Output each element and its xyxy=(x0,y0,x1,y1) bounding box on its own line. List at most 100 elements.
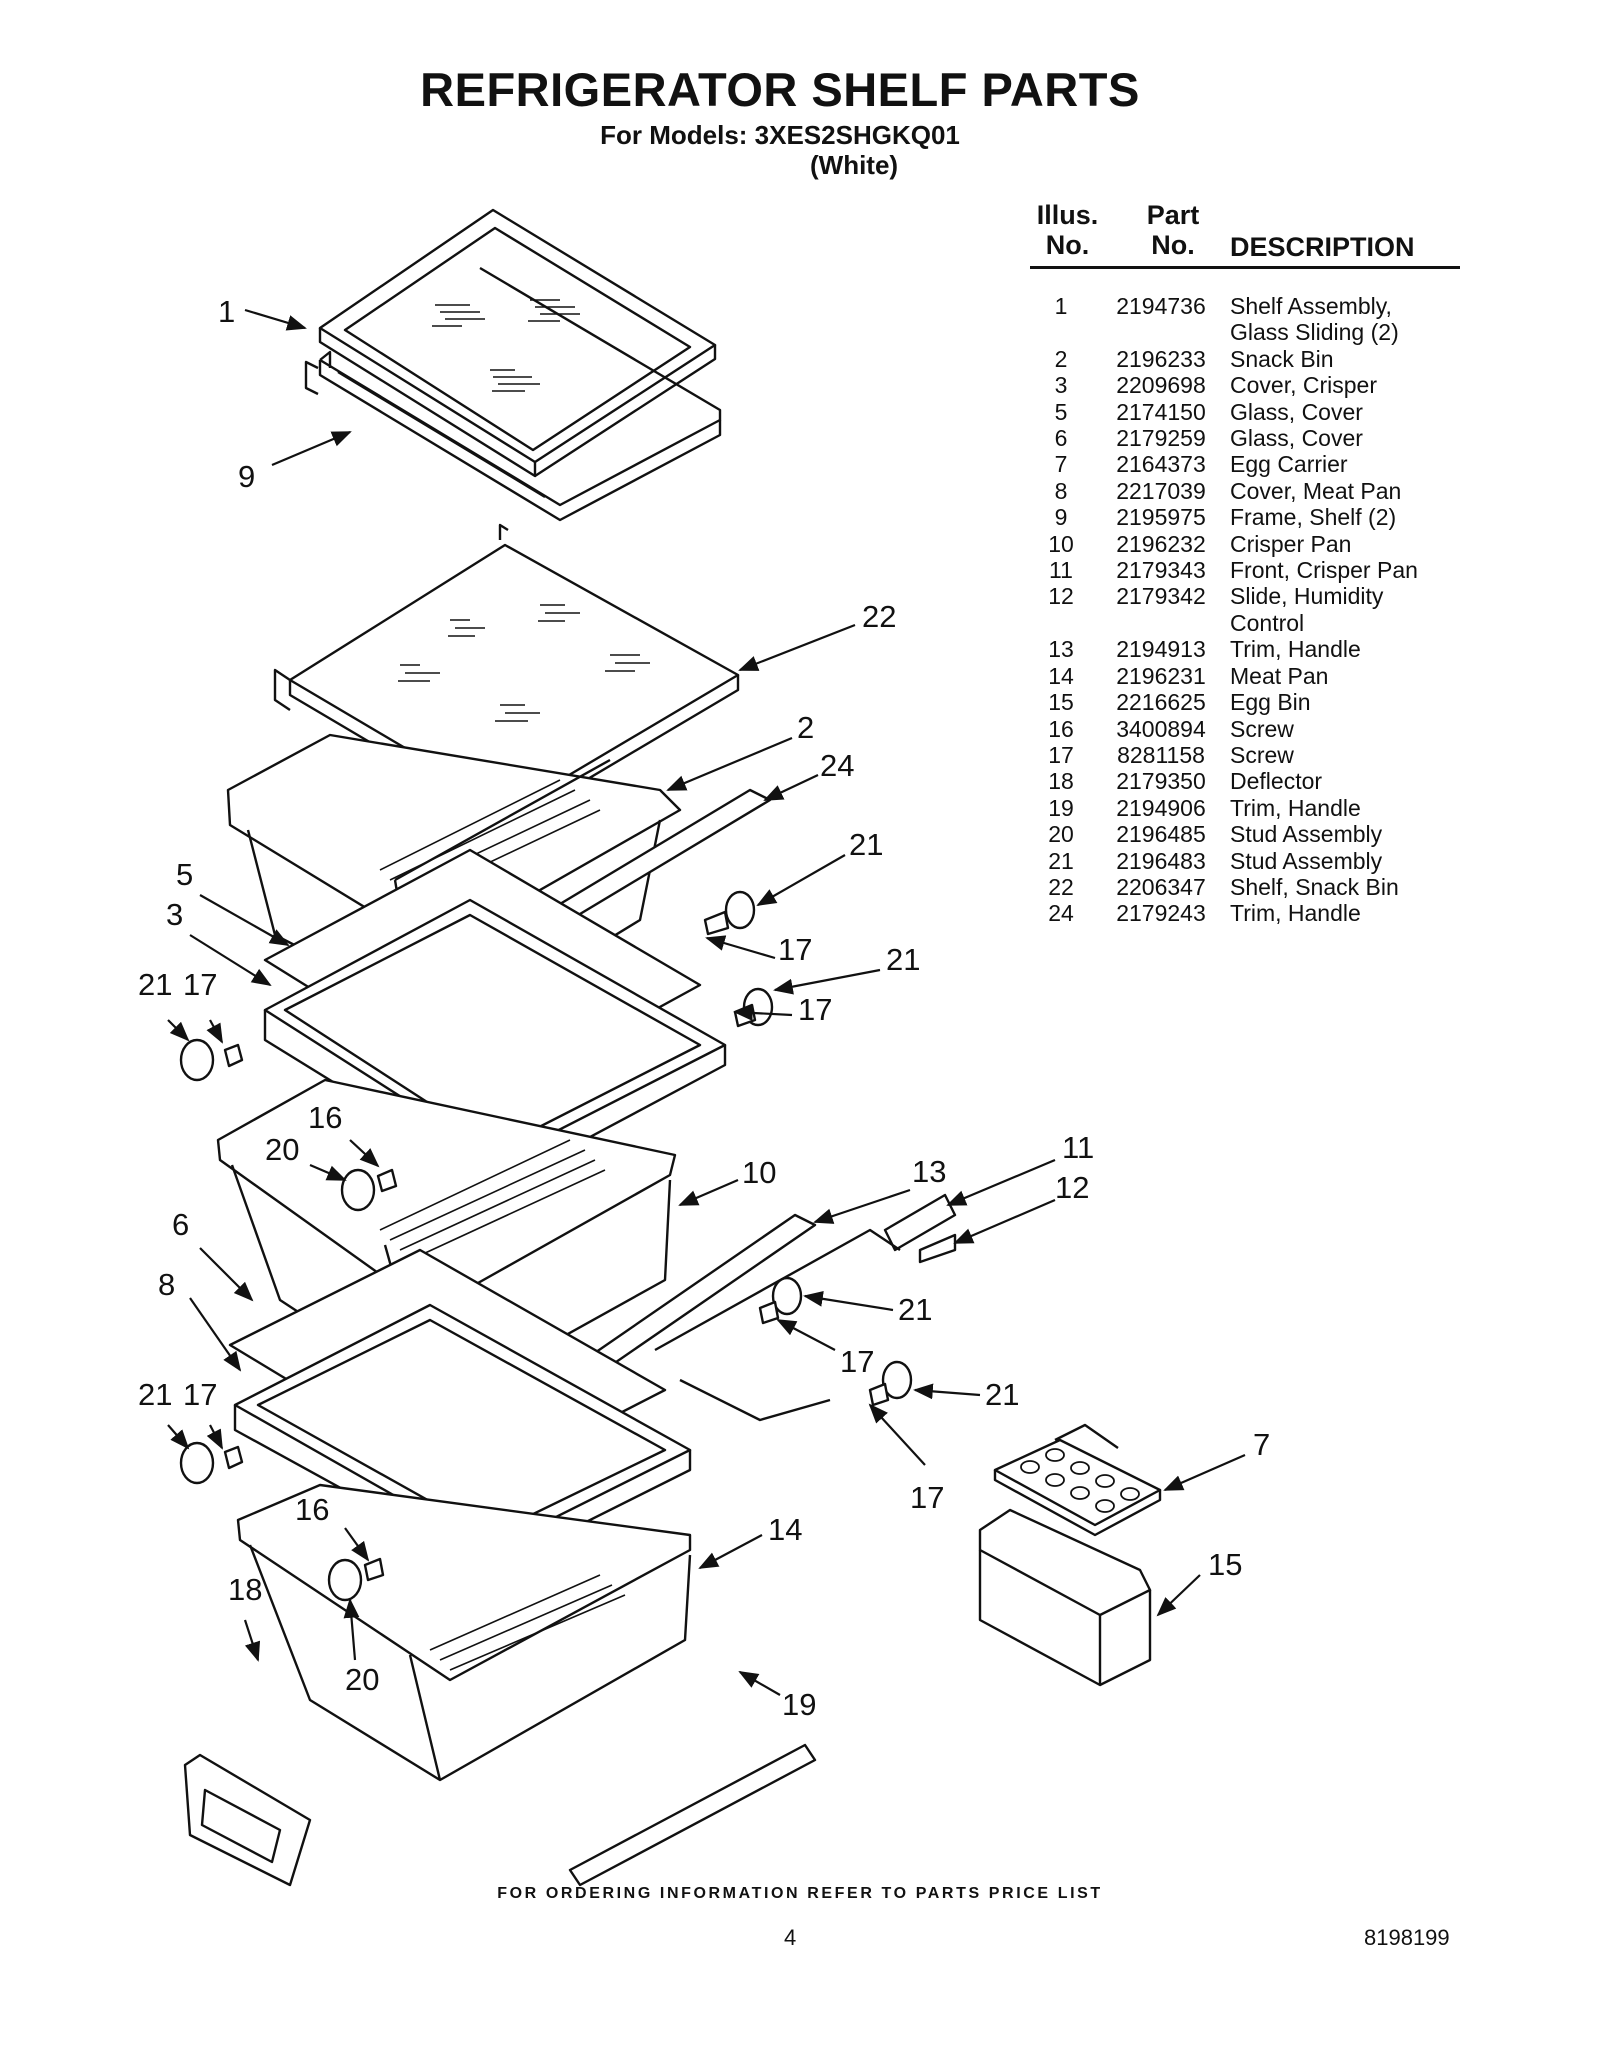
part-number: 2196232 xyxy=(1116,530,1206,557)
callout-labels: 1 9 22 2 24 21 5 3 17 21 17 21 17 16 20 … xyxy=(138,294,1270,1722)
callout-11: 11 xyxy=(1062,1130,1094,1165)
part-number: 2196231 xyxy=(1116,662,1206,689)
part-description: Front, Crisper Pan xyxy=(1230,557,1455,583)
callout-2: 2 xyxy=(797,710,814,745)
illus-number: 14 xyxy=(1048,662,1074,689)
part-number: 2179342 xyxy=(1116,583,1206,610)
color-line: (White) xyxy=(810,150,899,180)
description-line: Snack Bin xyxy=(1230,345,1334,372)
description-line: Shelf Assembly, xyxy=(1230,293,1392,319)
description-line: Screw xyxy=(1230,715,1294,742)
part-description: Deflector xyxy=(1230,768,1455,794)
part-number: 2216625 xyxy=(1116,689,1206,716)
description-line: Frame, Shelf (2) xyxy=(1230,504,1397,531)
description-line: Control xyxy=(1230,609,1305,636)
callout-16b: 16 xyxy=(295,1492,329,1527)
illus-number: 1 xyxy=(1054,293,1068,319)
callout-15: 15 xyxy=(1208,1547,1242,1582)
callout-20b: 20 xyxy=(345,1662,379,1697)
part-number: 2195975 xyxy=(1116,504,1206,531)
callout-14: 14 xyxy=(768,1512,802,1547)
document-number: 8198199 xyxy=(1364,1925,1450,1950)
humidity-slide xyxy=(918,1233,957,1264)
callout-21b: 21 xyxy=(886,942,920,977)
callout-13: 13 xyxy=(912,1154,946,1189)
callout-1: 1 xyxy=(218,294,235,329)
part-description: Glass, Cover xyxy=(1230,425,1455,451)
table-row: 19 2194906 Trim, Handle xyxy=(1030,795,1460,821)
callout-20a: 20 xyxy=(265,1132,299,1167)
description-line: Glass, Cover xyxy=(1230,425,1363,452)
callout-17b: 17 xyxy=(798,992,832,1027)
part-number: 2209698 xyxy=(1116,372,1206,399)
part-number: 2196485 xyxy=(1116,821,1206,848)
part-number: 2194913 xyxy=(1116,636,1206,663)
illus-number: 16 xyxy=(1048,715,1074,742)
part-description: Snack Bin xyxy=(1230,346,1455,372)
models-line: For Models: 3XES2SHGKQ01 xyxy=(600,120,960,150)
illus-number: 24 xyxy=(1048,900,1074,927)
callout-leaders xyxy=(167,308,1246,1696)
description-header: DESCRIPTION xyxy=(1230,232,1415,262)
callout-16a: 16 xyxy=(308,1100,342,1135)
description-line: Cover, Meat Pan xyxy=(1230,477,1402,504)
description-line: Egg Bin xyxy=(1230,689,1311,716)
description-line: Slide, Humidity xyxy=(1230,583,1384,610)
illus-number: 9 xyxy=(1054,504,1068,531)
part-number: 2179243 xyxy=(1116,900,1206,927)
table-row: 24 2179243 Trim, Handle xyxy=(1030,900,1460,926)
callout-17c: 17 xyxy=(183,967,217,1002)
illus-number: 15 xyxy=(1048,689,1074,716)
callout-12: 12 xyxy=(1055,1170,1089,1205)
illus-number: 12 xyxy=(1048,583,1074,610)
callout-9: 9 xyxy=(238,459,255,494)
description-line: Crisper Pan xyxy=(1230,530,1352,557)
part-description: Cover, Crisper xyxy=(1230,372,1455,398)
part-description: Trim, Handle xyxy=(1230,900,1455,926)
description-line: Trim, Handle xyxy=(1230,794,1361,821)
part-description: Screw xyxy=(1230,742,1455,768)
illus-number: 3 xyxy=(1054,372,1068,399)
crisper-cover xyxy=(263,848,727,1187)
callout-7: 7 xyxy=(1253,1427,1270,1462)
description-line: Cover, Crisper xyxy=(1230,372,1377,399)
table-row: 15 2216625 Egg Bin xyxy=(1030,689,1460,715)
callout-17a: 17 xyxy=(778,932,812,967)
part-number: 2196483 xyxy=(1116,847,1206,874)
illus-number: 19 xyxy=(1048,794,1074,821)
callout-18: 18 xyxy=(228,1572,262,1607)
description-line: Deflector xyxy=(1230,768,1323,795)
callout-17e: 17 xyxy=(910,1480,944,1515)
callout-21f: 21 xyxy=(138,1377,172,1412)
callout-21d: 21 xyxy=(898,1292,932,1327)
description-line: Trim, Handle xyxy=(1230,636,1361,663)
description-line: Glass, Cover xyxy=(1230,398,1363,425)
callout-3: 3 xyxy=(166,897,183,932)
illus-number: 18 xyxy=(1048,768,1074,795)
callout-24: 24 xyxy=(820,748,854,783)
part-description: Stud Assembly xyxy=(1230,848,1455,874)
illus-number: 22 xyxy=(1048,873,1074,900)
part-description: Cover, Meat Pan xyxy=(1230,478,1455,504)
part-number: 2194906 xyxy=(1116,794,1206,821)
table-row: 3 2209698 Cover, Crisper xyxy=(1030,372,1460,398)
illus-number: 2 xyxy=(1054,345,1068,372)
callout-22: 22 xyxy=(862,599,896,634)
meat-pan xyxy=(236,1483,692,1782)
part-number: 2206347 xyxy=(1116,873,1206,900)
illus-number: 20 xyxy=(1048,821,1074,848)
part-no-header: Part No. xyxy=(1146,200,1200,260)
